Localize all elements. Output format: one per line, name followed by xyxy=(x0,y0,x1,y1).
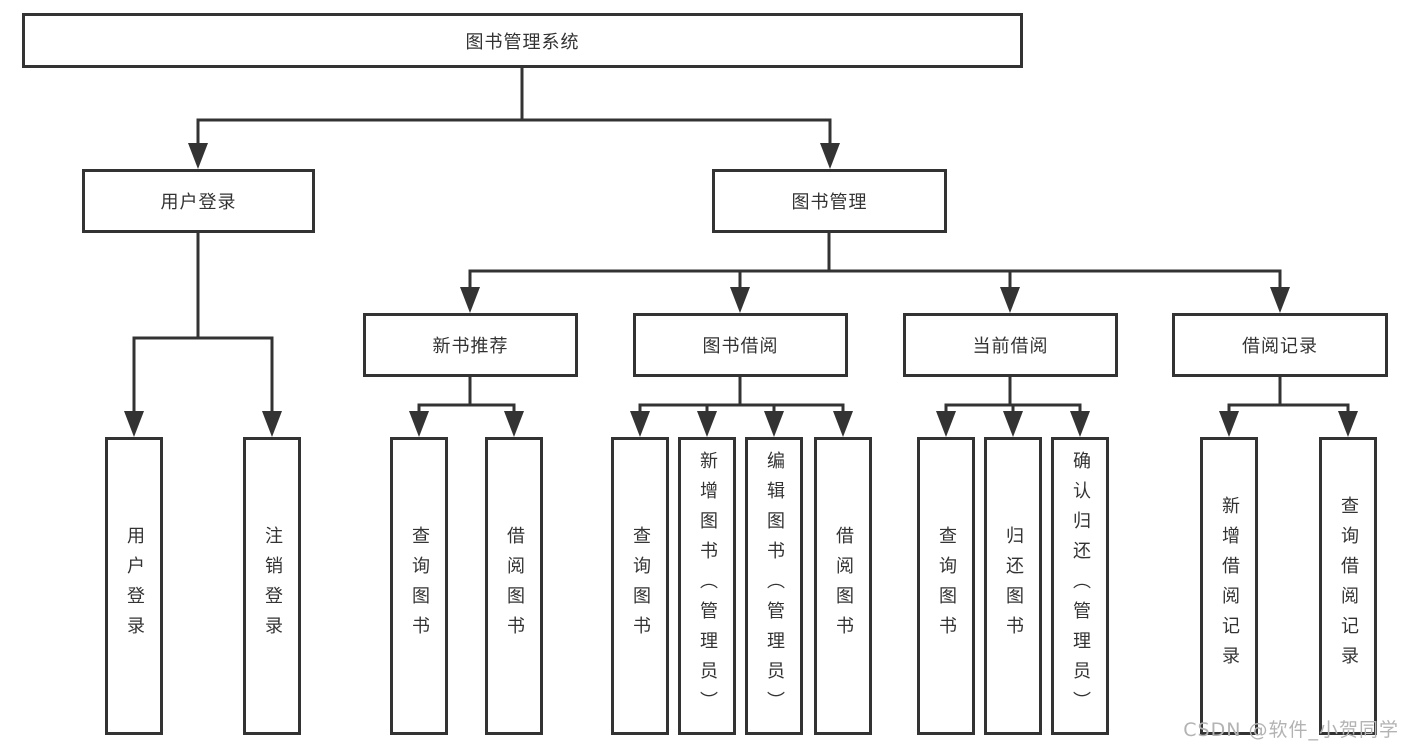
leaf-query-book-current-label: 查询图书 xyxy=(936,526,957,646)
node-book-mgmt: 图书管理 xyxy=(712,169,947,233)
node-user-login: 用户登录 xyxy=(82,169,315,233)
leaf-add-borrow-record: 新增借阅记录 xyxy=(1200,437,1258,735)
node-new-book-rec-label: 新书推荐 xyxy=(432,336,509,357)
node-book-borrow: 图书借阅 xyxy=(633,313,848,377)
node-root-label: 图书管理系统 xyxy=(465,31,580,53)
leaf-borrow-book-borrow-label: 借阅图书 xyxy=(833,526,854,646)
leaf-logout: 注销登录 xyxy=(243,437,301,735)
leaf-borrow-book-rec: 借阅图书 xyxy=(485,437,543,735)
leaf-user-login: 用户登录 xyxy=(105,437,163,735)
leaf-add-book-label: 新增图书（管理员） xyxy=(697,451,718,721)
leaf-edit-book: 编辑图书（管理员） xyxy=(745,437,803,735)
node-borrow-record-label: 借阅记录 xyxy=(1242,336,1318,357)
leaf-query-borrow-record: 查询借阅记录 xyxy=(1319,437,1377,735)
leaf-query-book-borrow: 查询图书 xyxy=(611,437,669,735)
leaf-logout-label: 注销登录 xyxy=(262,526,283,646)
leaf-query-book-current: 查询图书 xyxy=(917,437,975,735)
leaf-return-book-label: 归还图书 xyxy=(1003,526,1024,646)
leaf-query-book-rec-label: 查询图书 xyxy=(409,526,430,646)
node-user-login-label: 用户登录 xyxy=(160,192,237,213)
arrowhead-icons xyxy=(124,143,1358,437)
leaf-edit-book-label: 编辑图书（管理员） xyxy=(764,451,785,721)
node-root: 图书管理系统 xyxy=(22,13,1023,68)
csdn-watermark: CSDN @软件_小贺同学 xyxy=(1183,719,1399,741)
node-book-borrow-label: 图书借阅 xyxy=(702,336,779,357)
leaf-return-book: 归还图书 xyxy=(984,437,1042,735)
node-new-book-rec: 新书推荐 xyxy=(363,313,578,377)
leaf-confirm-return: 确认归还（管理员） xyxy=(1051,437,1109,735)
node-borrow-record: 借阅记录 xyxy=(1172,313,1388,377)
node-current-borrow: 当前借阅 xyxy=(903,313,1118,377)
leaf-confirm-return-label: 确认归还（管理员） xyxy=(1070,451,1091,721)
leaf-user-login-label: 用户登录 xyxy=(124,526,145,646)
leaf-borrow-book-borrow: 借阅图书 xyxy=(814,437,872,735)
leaf-add-borrow-record-label: 新增借阅记录 xyxy=(1219,496,1240,676)
node-book-mgmt-label: 图书管理 xyxy=(791,192,868,213)
leaf-borrow-book-rec-label: 借阅图书 xyxy=(504,526,525,646)
leaf-query-book-rec: 查询图书 xyxy=(390,437,448,735)
leaf-query-borrow-record-label: 查询借阅记录 xyxy=(1338,496,1359,676)
node-current-borrow-label: 当前借阅 xyxy=(972,336,1049,357)
leaf-add-book: 新增图书（管理员） xyxy=(678,437,736,735)
leaf-query-book-borrow-label: 查询图书 xyxy=(630,526,651,646)
